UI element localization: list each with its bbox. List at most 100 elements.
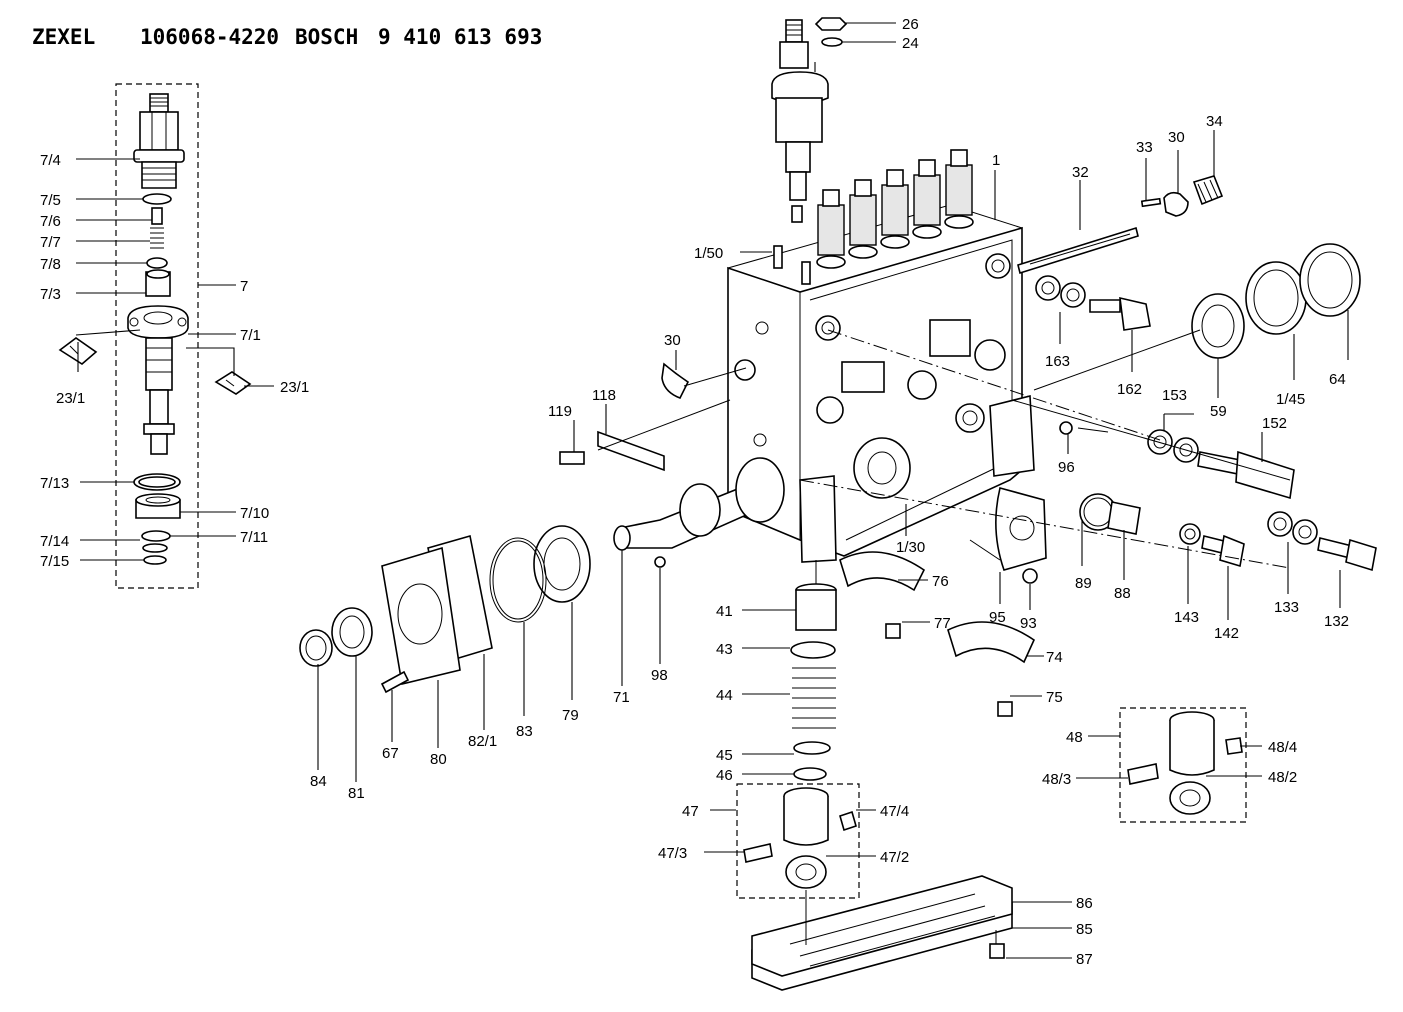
- label-77: 77: [934, 615, 951, 632]
- part-7-14-ring: [142, 543, 168, 553]
- housing-side-port: [734, 359, 756, 381]
- part-163-washer-a: [1035, 275, 1061, 301]
- connector-hex: [779, 41, 809, 69]
- part-143-washer: [1179, 523, 1201, 545]
- part-119-screw: [559, 451, 585, 465]
- governor-side-parts: [1017, 175, 1361, 359]
- tappet-detail-group: [1119, 707, 1247, 823]
- part-47-4-pin: [839, 810, 857, 832]
- part-7-4-body: [141, 161, 177, 189]
- label-82-1: 82/1: [468, 733, 497, 750]
- part-43-seat: [790, 641, 836, 659]
- housing-boss: [929, 319, 971, 357]
- label-71: 71: [613, 689, 630, 706]
- part-26-nut: [814, 17, 848, 31]
- label-47-2: 47/2: [880, 849, 909, 866]
- part-74-bearing-shell: [947, 621, 1036, 664]
- assembly-lines: [597, 329, 1291, 945]
- part-23-1-clamp-right: [214, 371, 252, 395]
- label-89: 89: [1075, 575, 1092, 592]
- part-7-6: [151, 207, 163, 225]
- part-153-washer-a: [1147, 429, 1173, 455]
- part-48-2-roller: [1169, 781, 1211, 815]
- label-133: 133: [1274, 599, 1299, 616]
- holder-1: [817, 204, 845, 256]
- part-76-bearing-shell: [839, 551, 926, 592]
- group-box-47: [736, 783, 860, 899]
- part-7-4-collar: [133, 149, 185, 163]
- tappet-stack: [736, 475, 860, 899]
- housing-side-flange: [989, 394, 1035, 477]
- label-7-8: 7/8: [40, 256, 61, 273]
- right-side-fasteners: [995, 421, 1377, 584]
- label-34: 34: [1206, 113, 1223, 130]
- part-83-oring: [489, 537, 547, 623]
- part-133-washer-b: [1292, 519, 1318, 545]
- part-77-screw: [885, 623, 901, 639]
- header-maker: BOSCH: [295, 25, 358, 49]
- label-96: 96: [1058, 459, 1075, 476]
- plunger-assembly-group: [58, 83, 252, 589]
- label-7-6: 7/6: [40, 213, 61, 230]
- label-84: 84: [310, 773, 327, 790]
- label-1-45: 1/45: [1276, 391, 1305, 408]
- label-64: 64: [1329, 371, 1346, 388]
- part-7-1-plunger: [149, 389, 169, 425]
- part-7-7-spring: [150, 227, 164, 249]
- part-81-seal: [331, 607, 373, 657]
- camshaft-group: [299, 362, 785, 694]
- label-7-4: 7/4: [40, 152, 61, 169]
- holder-3: [881, 184, 909, 236]
- part-132-bolt-head: [1345, 538, 1377, 572]
- label-132: 132: [1324, 613, 1349, 630]
- part-75-screw: [997, 701, 1013, 717]
- part-79-bearing: [533, 525, 591, 603]
- label-1-50: 1/50: [694, 245, 723, 262]
- label-7-1: 7/1: [240, 327, 261, 344]
- part-46-shim: [793, 767, 827, 781]
- part-87-screw: [989, 943, 1005, 959]
- label-74: 74: [1046, 649, 1063, 666]
- group-box-48: [1119, 707, 1247, 823]
- part-7-8-washer: [146, 257, 168, 269]
- label-7-11: 7/11: [240, 529, 268, 546]
- housing-port-1: [815, 315, 841, 341]
- diagram-header: ZEXEL 106068-4220 BOSCH 9 410 613 693: [32, 25, 542, 49]
- label-33: 33: [1136, 139, 1153, 156]
- label-7-15: 7/15: [40, 553, 69, 570]
- housing-bracket: [799, 475, 837, 563]
- label-7-5: 7/5: [40, 192, 61, 209]
- part-32-rack: [1017, 226, 1139, 275]
- part-1-50-stud-b: [801, 261, 811, 285]
- part-64-seal: [1299, 243, 1361, 317]
- label-143: 143: [1174, 609, 1199, 626]
- part-48-3-roller-pin: [1127, 763, 1159, 785]
- label-7-14: 7/14: [40, 533, 69, 550]
- part-96-screw: [1059, 421, 1073, 435]
- part-163-washer-b: [1060, 282, 1086, 308]
- part-7-15-ring: [143, 555, 167, 565]
- part-59-bearing: [1191, 293, 1245, 359]
- part-47-2-roller: [785, 855, 827, 889]
- part-44-spring: [792, 667, 836, 729]
- label-30-left: 30: [664, 332, 681, 349]
- label-79: 79: [562, 707, 579, 724]
- delivery-valve-holders: [816, 149, 974, 269]
- part-98-key: [654, 556, 666, 568]
- part-80-cover: [381, 546, 461, 685]
- label-1-30: 1/30: [896, 539, 925, 556]
- part-67-bolt: [380, 670, 410, 694]
- label-81: 81: [348, 785, 365, 802]
- label-48-4: 48/4: [1268, 739, 1297, 756]
- part-118-plate: [597, 430, 665, 472]
- delivery-connector: [771, 17, 848, 223]
- label-163: 163: [1045, 353, 1070, 370]
- label-48-2: 48/2: [1268, 769, 1297, 786]
- label-47-3: 47/3: [658, 845, 687, 862]
- part-95-cover: [995, 487, 1047, 571]
- part-30-snap-ring: [661, 362, 690, 400]
- label-7-10: 7/10: [240, 505, 269, 522]
- part-7-11-clip: [141, 530, 171, 542]
- part-41-sleeve: [795, 589, 837, 631]
- label-93: 93: [1020, 615, 1037, 632]
